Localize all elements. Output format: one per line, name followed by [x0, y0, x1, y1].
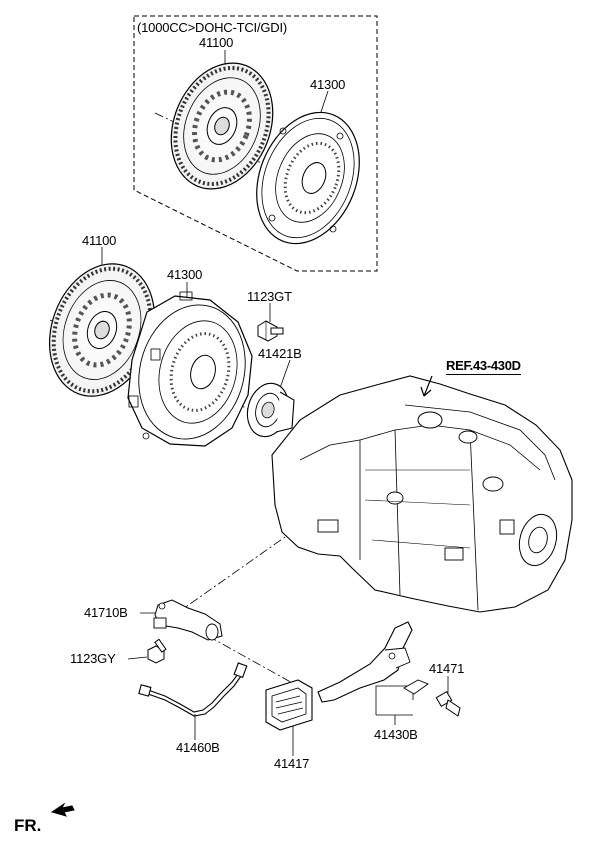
release-cylinder[interactable] [153, 599, 223, 641]
part-label-cover[interactable]: 41300 [167, 267, 203, 282]
front-arrow [50, 802, 75, 817]
part-label-bolt-a[interactable]: 1123GT [247, 289, 292, 304]
transmission-housing [271, 375, 573, 613]
part-label-cover-upper[interactable]: 41300 [310, 77, 346, 92]
clutch-tube[interactable] [138, 662, 248, 717]
bolt-1123gy[interactable] [147, 638, 167, 664]
variant-frame [133, 15, 378, 272]
clutch-cover[interactable] [124, 291, 260, 451]
part-label-cylinder[interactable]: 41710B [84, 605, 128, 620]
pivot-bolt[interactable] [435, 690, 461, 717]
part-label-boot[interactable]: 41417 [274, 756, 310, 771]
clutch-disc[interactable] [32, 249, 172, 411]
part-label-pipe[interactable]: 41460B [176, 740, 220, 755]
release-bearing[interactable] [242, 379, 295, 442]
part-label-release-bearing[interactable]: 41421B [258, 346, 302, 361]
release-fork[interactable] [317, 621, 429, 703]
clutch-cover-upper[interactable] [238, 97, 378, 259]
variant-note: (1000CC>DOHC-TCI/GDI) [137, 20, 288, 35]
clutch-disc-upper[interactable] [153, 48, 291, 204]
part-label-clutch-disc[interactable]: 41100 [82, 233, 117, 248]
reference-link[interactable]: REF.43-430D [446, 358, 521, 375]
part-label-clutch-disc-upper[interactable]: 41100 [199, 35, 234, 50]
part-label-fork[interactable]: 41430B [374, 727, 418, 742]
dust-boot[interactable] [265, 679, 313, 731]
part-label-bolt-b[interactable]: 1123GY [70, 651, 116, 666]
part-label-pivot-bolt[interactable]: 41471 [429, 661, 465, 676]
ref-arrow [420, 375, 433, 397]
front-direction-label: FR. [14, 816, 42, 835]
bolt-1123gt[interactable] [257, 320, 284, 342]
